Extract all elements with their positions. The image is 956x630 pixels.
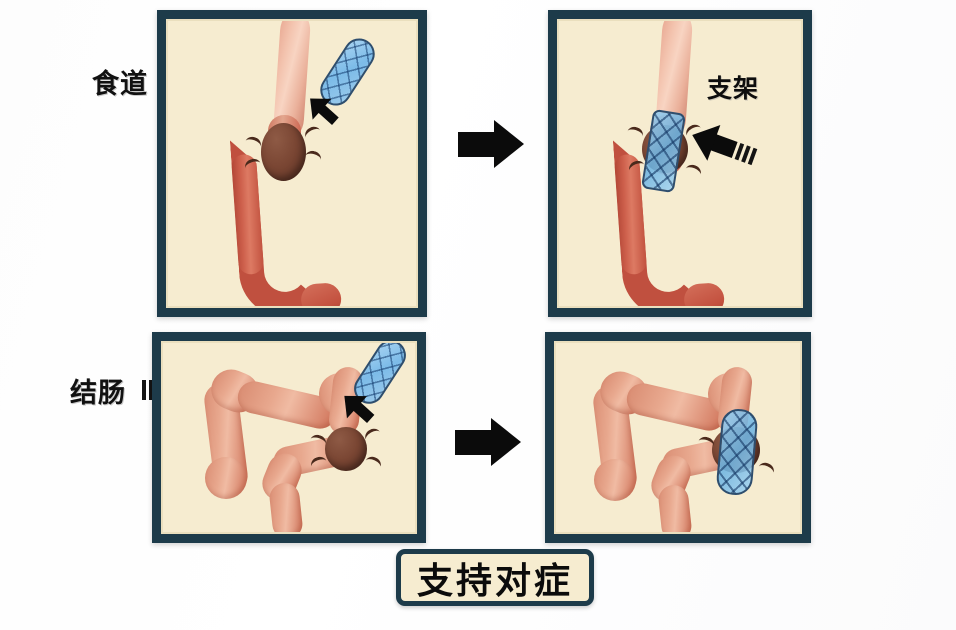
illustration-esophagus-before xyxy=(166,19,418,308)
panel-esophagus-before xyxy=(157,10,427,317)
panel-colon-before xyxy=(152,332,426,543)
arrow-tick xyxy=(142,380,146,400)
label-esophagus-text: 食道 xyxy=(92,69,148,100)
caption-text: 支持对症 xyxy=(416,560,573,602)
label-colon-text: 结肠 xyxy=(70,378,126,409)
illustration-esophagus-after: 支架 xyxy=(557,19,803,308)
panel-colon-after xyxy=(545,332,811,543)
panel-esophagus-after: 支架 xyxy=(548,10,812,317)
arrow-tick xyxy=(149,380,153,400)
tumor-tendril xyxy=(755,460,777,480)
tumor-tendril xyxy=(362,454,384,474)
colon-cecum xyxy=(594,459,636,501)
label-stent-text: 支架 xyxy=(707,74,760,103)
arrow-shaft xyxy=(455,430,493,455)
tumor-mass xyxy=(308,425,384,474)
arrow-esophagus-flow-icon xyxy=(458,120,533,170)
arrow-head xyxy=(494,120,524,168)
label-stent: 支架 xyxy=(707,69,759,105)
tumor-mass xyxy=(243,123,324,181)
colon-rectum-segment xyxy=(268,481,304,534)
illustration-colon-before xyxy=(161,341,417,534)
stent-device-deployed xyxy=(715,407,759,497)
label-esophagus: 食道 xyxy=(92,62,148,101)
arrow-colon-flow-icon xyxy=(455,418,530,468)
tumor-tendril xyxy=(362,425,384,447)
illustration-colon-after xyxy=(554,341,802,534)
arrow-shaft xyxy=(458,132,496,157)
arrow-head xyxy=(685,117,721,161)
arrow-head xyxy=(491,418,521,466)
label-colon: 结肠 xyxy=(70,371,126,410)
caption-box: 支持对症 xyxy=(396,549,594,606)
colon-cecum xyxy=(205,457,247,499)
colon-rectum-segment xyxy=(657,483,693,534)
